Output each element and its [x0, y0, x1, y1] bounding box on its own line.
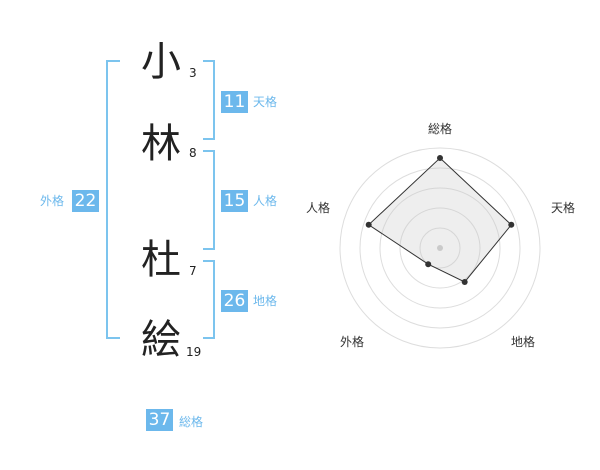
chikaku-score: 26 [221, 290, 248, 312]
name-char-4: 絵 [141, 317, 181, 363]
name-char-2: 林 [141, 121, 181, 167]
name-char-1: 小 [141, 39, 181, 85]
soukaku-score: 37 [146, 409, 173, 431]
radar-ring [419, 227, 461, 269]
stroke-count-3: 7 [189, 264, 197, 278]
radar-label-chikaku: 地格 [511, 335, 536, 349]
gaikaku-score: 22 [72, 190, 99, 212]
radar-ring [339, 147, 541, 349]
stroke-count-4: 19 [186, 345, 202, 359]
radar-center [437, 245, 443, 251]
radar-ring [379, 187, 501, 309]
name-char-3: 杜 [141, 237, 181, 283]
radar-label-tenkaku: 天格 [551, 201, 576, 215]
radar-series-polygon [367, 157, 512, 283]
stroke-count-1: 3 [189, 66, 197, 80]
radar-label-gaikaku: 外格 [340, 335, 365, 349]
stroke-count-2: 8 [189, 146, 197, 160]
radar-label-jinkaku: 人格 [306, 201, 331, 215]
radar-ring [399, 207, 481, 289]
jinkaku-label: 人格 [253, 194, 278, 208]
soukaku-label: 総格 [179, 415, 204, 429]
radar-ring [359, 167, 521, 329]
radar-point-5 [365, 221, 372, 228]
tenkaku-label: 天格 [253, 95, 278, 109]
radar-point-4 [425, 261, 432, 268]
radar-label-soukaku: 総格 [428, 122, 453, 136]
gaikaku-label: 外格 [40, 194, 65, 208]
radar-point-3 [461, 279, 468, 285]
radar-point-1 [437, 155, 443, 161]
radar-point-2 [508, 221, 515, 228]
jinkaku-score: 15 [221, 190, 248, 212]
tenkaku-score: 11 [221, 91, 248, 113]
chikaku-label: 地格 [253, 294, 278, 308]
